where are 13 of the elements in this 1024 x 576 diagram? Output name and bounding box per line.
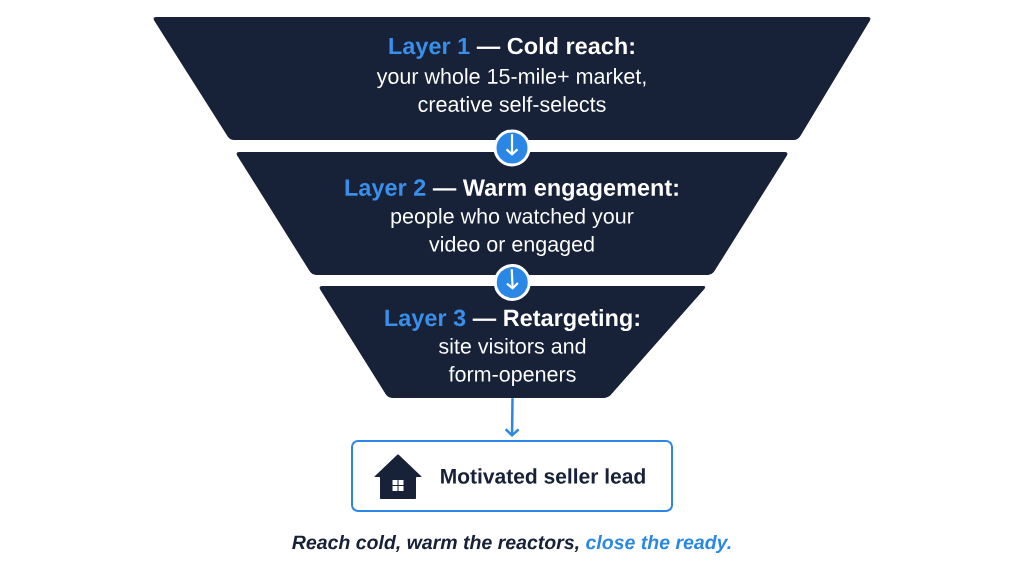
funnel-layer: [319, 286, 706, 398]
layer-heading: Layer 3 — Retargeting:: [385, 309, 639, 331]
layer-heading: Layer 2 — Warm engagement:: [345, 179, 678, 201]
result-label: Motivated seller lead: [441, 468, 645, 484]
layer-description: site visitors and form-openers: [439, 338, 586, 387]
funnel-layer: [236, 152, 788, 275]
tagline: Reach cold, warm the reactors, close the ready.: [292, 534, 731, 554]
funnel-layer: [153, 17, 871, 140]
result-box: [351, 440, 673, 512]
layer-description: people who watched your video or engaged: [391, 208, 634, 257]
layer-heading: Layer 1 — Cold reach:: [389, 37, 634, 59]
arrow: [504, 398, 520, 437]
layer-description: your whole 15-mile+ market, creative self-selects: [376, 68, 646, 112]
